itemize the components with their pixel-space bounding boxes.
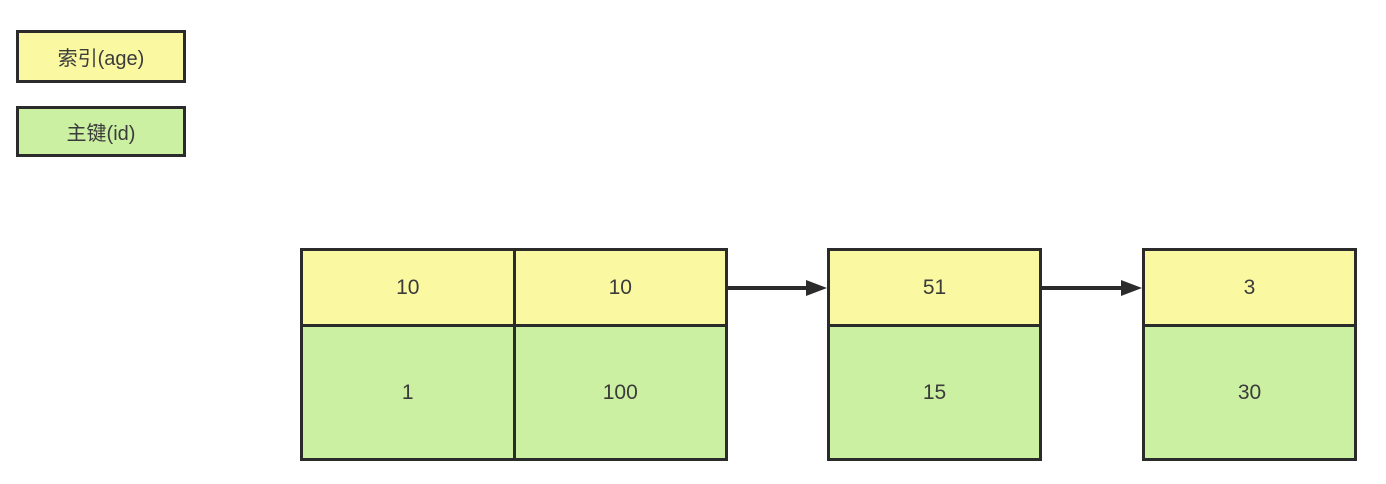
node-3-entry-1: 3 30 [1145, 251, 1354, 458]
right-arrow-icon [1042, 280, 1142, 296]
primary-key-cell: 100 [515, 327, 725, 458]
arrow-node-1-to-node-2 [728, 277, 827, 299]
index-cell: 10 [515, 251, 725, 327]
legend-primary-key-label: 主键(id) [66, 123, 136, 145]
node-1-entry-2: 10 100 [512, 251, 725, 458]
arrow-node-2-to-node-3 [1042, 277, 1142, 299]
index-cell: 10 [303, 251, 513, 327]
legend-index-box: 索引(age) [16, 30, 186, 83]
leaf-node-3: 3 30 [1142, 248, 1357, 461]
primary-key-cell: 15 [830, 327, 1039, 458]
right-arrow-icon [728, 280, 827, 296]
primary-key-cell: 30 [1145, 327, 1354, 458]
node-1-entry-1: 10 1 [303, 251, 513, 458]
index-cell: 51 [830, 251, 1039, 327]
legend-primary-key-box: 主键(id) [16, 106, 186, 157]
leaf-node-1: 10 1 10 100 [300, 248, 728, 461]
leaf-node-2: 51 15 [827, 248, 1042, 461]
primary-key-cell: 1 [303, 327, 513, 458]
index-cell: 3 [1145, 251, 1354, 327]
legend-index-label: 索引(age) [57, 48, 145, 70]
node-2-entry-1: 51 15 [830, 251, 1039, 458]
